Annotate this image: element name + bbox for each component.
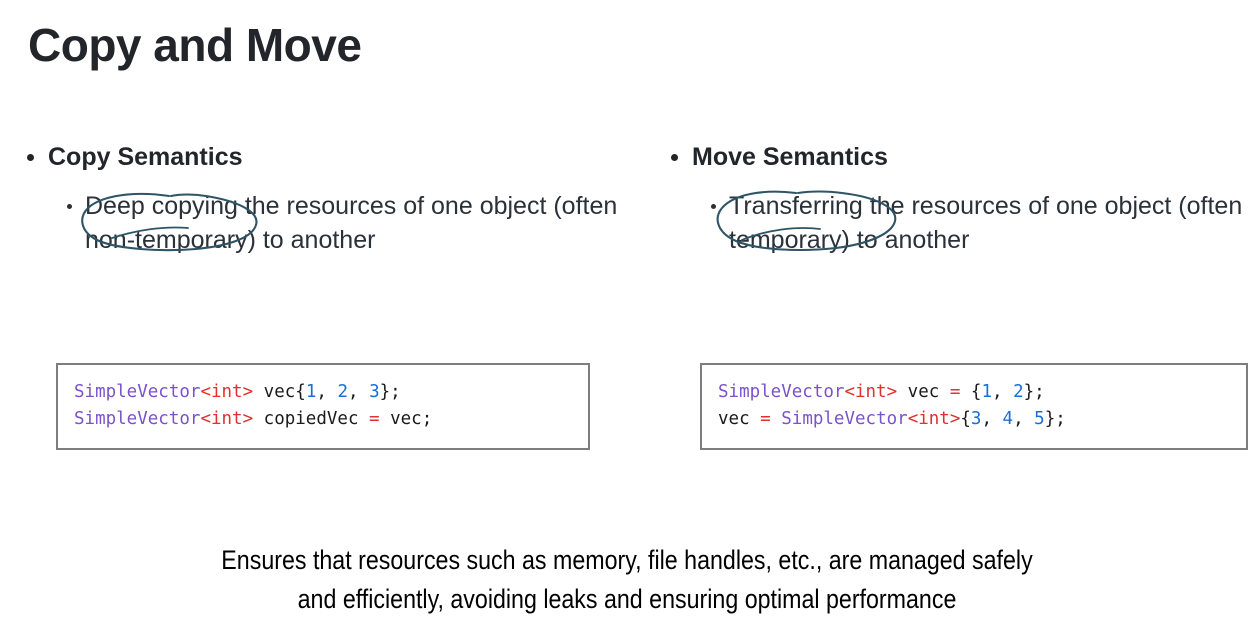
bullet-heading-label: Copy Semantics (48, 143, 243, 171)
code-line: SimpleVector<int> vec{1, 2, 3}; (74, 379, 572, 406)
code-token-tmpl: <int> (200, 409, 254, 430)
code-token-num: 4 (1002, 409, 1014, 430)
code-token-type: SimpleVector (781, 409, 908, 430)
summary-caption: Ensures that resources such as memory, f… (88, 541, 1166, 619)
caption-line-2: and efficiently, avoiding leaks and ensu… (297, 584, 957, 615)
sub-bullet-move-description: Transferring the resources of one object… (668, 189, 1254, 257)
code-token-plain: , (316, 382, 338, 402)
code-token-tmpl: <int> (907, 409, 961, 430)
code-token-num: 3 (369, 382, 380, 402)
code-token-type: SimpleVector (74, 409, 201, 430)
code-token-num: 1 (305, 382, 317, 402)
code-token-op: = (369, 409, 380, 430)
code-token-num: 3 (970, 409, 982, 430)
column-copy-semantics: Copy Semantics Deep copying the resource… (24, 142, 624, 257)
code-token-tmpl: <int> (844, 382, 898, 402)
page-title: Copy and Move (28, 19, 362, 71)
code-token-plain: { (960, 382, 982, 402)
code-token-num: 5 (1034, 409, 1045, 430)
code-token-plain: vec{ (253, 382, 306, 402)
code-token-plain: { (960, 409, 971, 430)
sub-bullet-label: Deep copying the resources of one object… (85, 192, 618, 254)
sub-bullet-dot-icon (711, 204, 716, 209)
bullet-dot-icon (671, 154, 678, 161)
code-token-plain: }; (379, 382, 401, 402)
code-line: vec = SimpleVector<int>{3, 4, 5}; (718, 406, 1230, 433)
code-token-plain (771, 409, 782, 429)
code-token-plain: }; (1044, 409, 1066, 430)
code-token-num: 2 (1013, 382, 1024, 402)
code-line: SimpleVector<int> copiedVec = vec; (74, 406, 572, 433)
bullet-dot-icon (27, 154, 34, 161)
code-block-copy: SimpleVector<int> vec{1, 2, 3};SimpleVec… (56, 363, 590, 451)
caption-line-1: Ensures that resources such as memory, f… (221, 545, 1033, 575)
code-token-op: = (949, 382, 961, 402)
code-token-plain: vec (718, 409, 761, 430)
sub-bullet-label: Transferring the resources of one object… (729, 192, 1243, 254)
code-token-plain: }; (1023, 382, 1045, 402)
code-token-num: 1 (981, 382, 992, 402)
bullet-heading-label: Move Semantics (692, 143, 888, 171)
code-token-plain: , (991, 382, 1014, 402)
code-token-plain: vec (897, 382, 950, 402)
code-token-plain: , (981, 409, 1003, 430)
code-block-move: SimpleVector<int> vec = {1, 2};vec = Sim… (700, 363, 1248, 451)
code-token-plain: , (1013, 409, 1035, 430)
code-token-num: 2 (337, 382, 348, 402)
code-token-type: SimpleVector (718, 382, 845, 402)
code-token-type: SimpleVector (74, 382, 201, 402)
code-token-op: = (760, 409, 771, 430)
code-token-plain: vec; (379, 409, 433, 430)
bullet-heading-move-semantics: Move Semantics (668, 142, 1254, 172)
sub-bullet-dot-icon (67, 204, 72, 209)
bullet-heading-copy-semantics: Copy Semantics (24, 142, 624, 172)
column-move-semantics: Move Semantics Transferring the resource… (668, 142, 1254, 257)
code-token-tmpl: <int> (200, 382, 254, 402)
code-token-plain: , (347, 382, 370, 402)
sub-bullet-copy-description: Deep copying the resources of one object… (24, 189, 624, 257)
code-token-plain: copiedVec (253, 409, 370, 430)
code-line: SimpleVector<int> vec = {1, 2}; (718, 379, 1230, 406)
